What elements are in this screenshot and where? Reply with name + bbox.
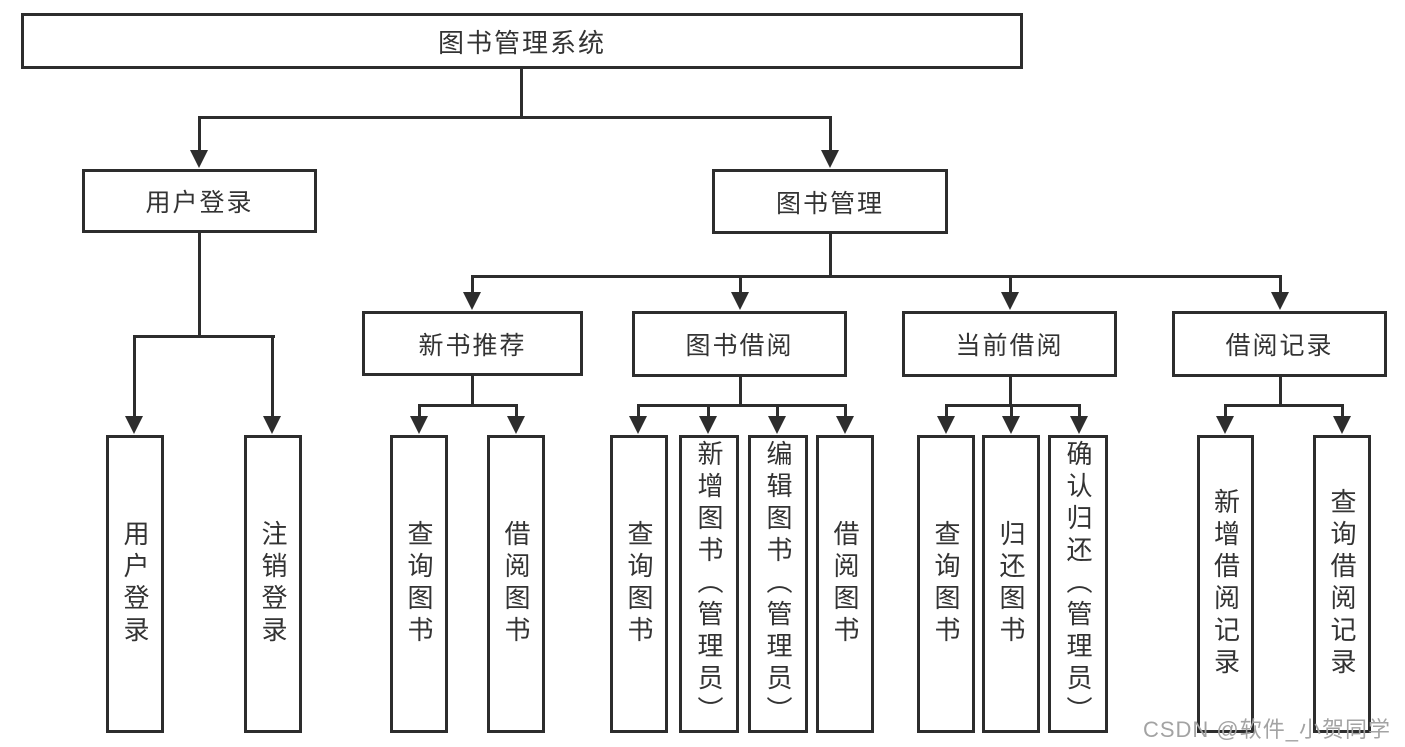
connector-line	[739, 376, 742, 407]
node-root-label: 图书管理系统	[437, 27, 606, 58]
arrowhead-icon	[821, 150, 839, 168]
leaf-confirm-return-admin-label: 确认归还（管理员）	[1063, 440, 1093, 728]
node-current-borrow: 当前借阅	[902, 311, 1117, 377]
connector-line	[1078, 404, 1081, 418]
arrowhead-icon	[507, 416, 525, 434]
arrowhead-icon	[731, 292, 749, 310]
arrowhead-icon	[263, 416, 281, 434]
connector-line	[844, 404, 847, 418]
connector-line	[1009, 275, 1012, 294]
connector-line	[418, 404, 421, 418]
leaf-query-borrow-record: 查询借阅记录	[1313, 435, 1371, 733]
connector-line	[707, 404, 710, 418]
node-book-management-label: 图书管理	[775, 189, 884, 218]
arrowhead-icon	[629, 416, 647, 434]
leaf-logout-label: 注销登录	[258, 520, 288, 648]
connector-line	[520, 68, 523, 119]
leaf-user-login: 用户登录	[106, 435, 164, 733]
node-user-login-label: 用户登录	[145, 189, 254, 217]
node-borrow-records: 借阅记录	[1172, 311, 1387, 377]
connector-line	[829, 116, 832, 152]
connector-line	[198, 233, 201, 338]
leaf-query-books-label: 查询图书	[624, 520, 654, 648]
connector-line	[637, 404, 847, 407]
connector-line	[739, 275, 742, 294]
arrowhead-icon	[1216, 416, 1234, 434]
connector-line	[471, 376, 474, 407]
arrowhead-icon	[1070, 416, 1088, 434]
connector-line	[945, 404, 1081, 407]
leaf-borrow-books-recommend-label: 借阅图书	[501, 520, 531, 648]
connector-line	[1279, 376, 1282, 407]
leaf-borrow-books: 借阅图书	[816, 435, 874, 733]
connector-line	[471, 275, 1282, 278]
node-book-management: 图书管理	[712, 169, 948, 234]
connector-line	[1010, 404, 1013, 418]
connector-line	[133, 335, 275, 338]
leaf-query-books-current-label: 查询图书	[931, 520, 961, 648]
node-user-login: 用户登录	[82, 169, 317, 233]
node-new-book-recommend: 新书推荐	[362, 311, 583, 376]
connector-line	[133, 335, 136, 418]
arrowhead-icon	[125, 416, 143, 434]
arrowhead-icon	[190, 150, 208, 168]
connector-line	[1279, 275, 1282, 294]
arrowhead-icon	[410, 416, 428, 434]
node-new-book-recommend-label: 新书推荐	[418, 331, 527, 360]
leaf-borrow-books-recommend: 借阅图书	[487, 435, 545, 733]
connector-line	[471, 275, 474, 294]
leaf-query-books-current: 查询图书	[917, 435, 975, 733]
node-current-borrow-label: 当前借阅	[955, 332, 1064, 360]
leaf-user-login-label: 用户登录	[120, 520, 150, 648]
arrowhead-icon	[1001, 292, 1019, 310]
leaf-add-borrow-record-label: 新增借阅记录	[1210, 488, 1241, 680]
leaf-query-borrow-record-label: 查询借阅记录	[1327, 488, 1357, 680]
leaf-add-books-admin: 新增图书（管理员）	[679, 435, 739, 733]
leaf-logout: 注销登录	[244, 435, 302, 733]
arrowhead-icon	[937, 416, 955, 434]
arrowhead-icon	[699, 416, 717, 434]
leaf-return-books: 归还图书	[982, 435, 1040, 733]
leaf-query-books: 查询图书	[610, 435, 668, 733]
leaf-query-books-recommend-label: 查询图书	[404, 520, 434, 648]
connector-line	[271, 335, 274, 418]
arrowhead-icon	[836, 416, 854, 434]
connector-line	[515, 404, 518, 418]
connector-line	[1009, 376, 1012, 407]
arrowhead-icon	[463, 292, 481, 310]
connector-line	[198, 116, 201, 152]
arrowhead-icon	[1271, 292, 1289, 310]
connector-line	[829, 234, 832, 278]
arrowhead-icon	[768, 416, 786, 434]
watermark: CSDN @软件_小贺同学	[1142, 717, 1391, 742]
node-root: 图书管理系统	[21, 13, 1023, 69]
leaf-edit-books-admin-label: 编辑图书（管理员）	[763, 440, 793, 728]
node-borrow-records-label: 借阅记录	[1225, 332, 1334, 360]
leaf-confirm-return-admin: 确认归还（管理员）	[1048, 435, 1108, 733]
connector-line	[1224, 404, 1227, 418]
arrowhead-icon	[1002, 416, 1020, 434]
connector-line	[945, 404, 948, 418]
connector-line	[637, 404, 640, 418]
leaf-borrow-books-label: 借阅图书	[830, 520, 860, 648]
leaf-add-borrow-record: 新增借阅记录	[1197, 435, 1254, 733]
leaf-edit-books-admin: 编辑图书（管理员）	[748, 435, 808, 733]
connector-line	[776, 404, 779, 418]
leaf-query-books-recommend: 查询图书	[390, 435, 448, 733]
leaf-add-books-admin-label: 新增图书（管理员）	[694, 440, 724, 728]
connector-line	[418, 404, 518, 407]
connector-line	[1341, 404, 1344, 418]
connector-line	[1224, 404, 1344, 407]
leaf-return-books-label: 归还图书	[996, 520, 1026, 648]
node-book-borrow: 图书借阅	[632, 311, 847, 377]
arrowhead-icon	[1333, 416, 1351, 434]
connector-line	[198, 116, 832, 119]
node-book-borrow-label: 图书借阅	[685, 332, 794, 360]
